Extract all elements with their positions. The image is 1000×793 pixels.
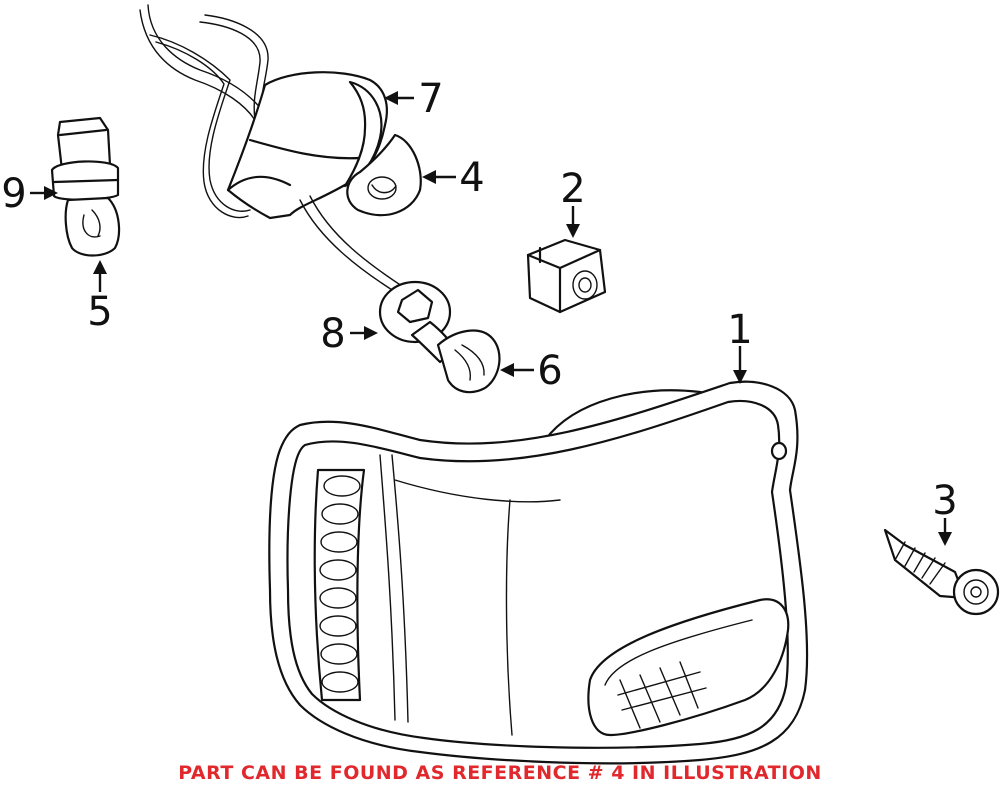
reflector-ribs (313, 468, 366, 702)
bulb-5[interactable] (64, 196, 121, 257)
reference-note: PART CAN BE FOUND AS REFERENCE # 4 IN IL… (178, 762, 822, 784)
screw-3[interactable] (883, 528, 1000, 616)
lamp-housing[interactable] (268, 380, 809, 765)
socket-housing[interactable] (139, 4, 409, 296)
callout-6: 6 (537, 348, 562, 394)
socket-9[interactable] (50, 116, 120, 201)
marker-window (587, 598, 790, 737)
bulb-6[interactable] (436, 329, 501, 394)
callout-2: 2 (560, 166, 585, 212)
socket-8[interactable] (378, 280, 457, 364)
callout-3: 3 (932, 478, 957, 524)
bulb-4[interactable] (346, 133, 422, 217)
leader-arrows (30, 91, 952, 546)
callout-5: 5 (87, 289, 112, 335)
callout-7: 7 (418, 76, 443, 122)
callout-1: 1 (727, 307, 752, 353)
callout-8: 8 (320, 311, 345, 357)
callout-9: 9 (1, 171, 26, 217)
callout-4: 4 (459, 155, 484, 201)
clip-2[interactable] (526, 238, 607, 314)
